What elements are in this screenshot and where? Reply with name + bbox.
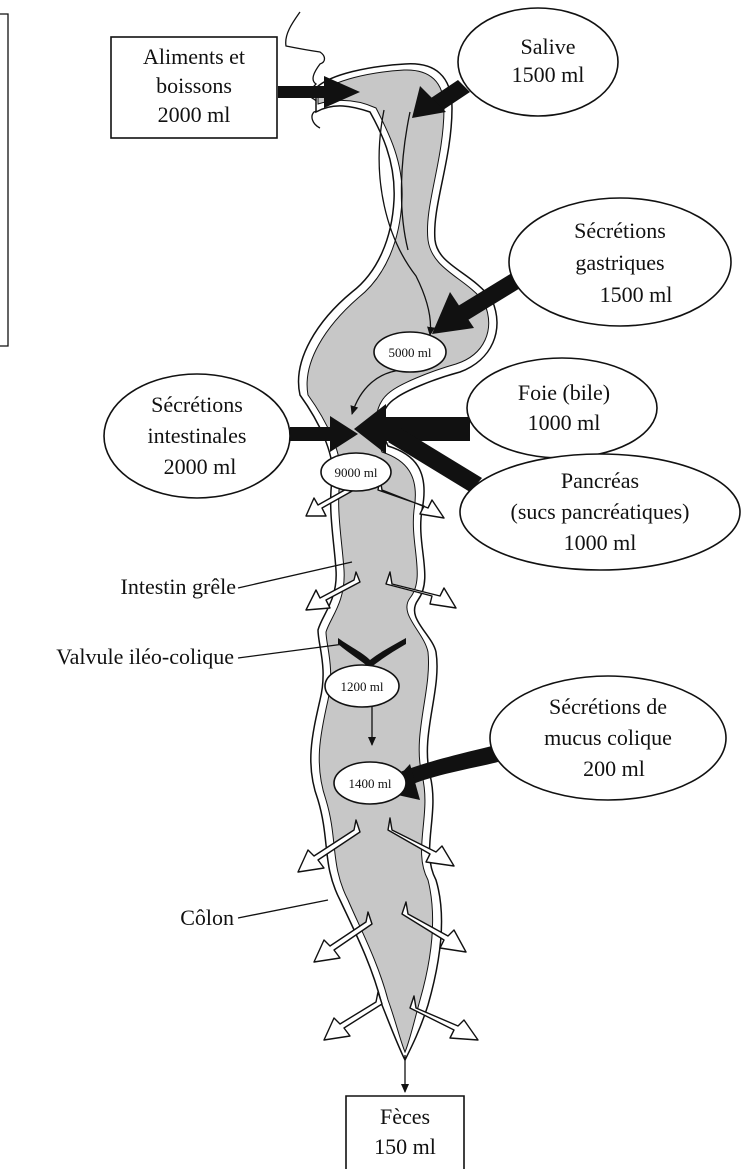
feces-line2: 150 ml [374,1134,436,1159]
ileocecal-valve-label: Valvule iléo-colique [56,644,234,669]
food-line2: boissons [156,73,232,98]
liver-line2: 1000 ml [528,410,601,435]
pancreas-ellipse: Pancréas (sucs pancréatiques) 1000 ml [460,454,740,570]
volume-node-1200: 1200 ml [325,665,399,707]
food-line3: 2000 ml [158,102,231,127]
food-input-box: Aliments et boissons 2000 ml [111,37,277,138]
intestinal-line1: Sécrétions [151,392,243,417]
feces-line1: Fèces [380,1104,430,1129]
pancreas-line3: 1000 ml [564,530,637,555]
volume-9000-label: 9000 ml [335,465,378,480]
volume-node-5000: 5000 ml [374,332,446,372]
intestinal-line2: intestinales [148,423,247,448]
gastric-line1: Sécrétions [574,218,666,243]
gastric-ellipse: Sécrétions gastriques 1500 ml [509,198,731,326]
food-line1: Aliments et [143,44,245,69]
volume-node-9000: 9000 ml [321,453,391,491]
liver-line1: Foie (bile) [518,380,610,405]
intestinal-line3: 2000 ml [164,454,237,479]
pancreas-line1: Pancréas [561,468,639,493]
colon-label: Côlon [180,905,234,930]
volume-1200-label: 1200 ml [341,679,384,694]
leader-colon [238,900,328,918]
liver-ellipse: Foie (bile) 1000 ml [467,358,657,458]
pancreas-line2: (sucs pancréatiques) [511,499,690,524]
volume-1400-label: 1400 ml [349,776,392,791]
feces-output-box: Fèces 150 ml [346,1096,464,1169]
saliva-line2: 1500 ml [512,62,585,87]
colonic-ellipse: Sécrétions de mucus colique 200 ml [490,676,726,800]
saliva-ellipse: Salive 1500 ml [458,8,618,116]
intestinal-ellipse: Sécrétions intestinales 2000 ml [104,374,290,498]
colonic-line1: Sécrétions de [549,694,667,719]
gastric-line3: 1500 ml [600,282,673,307]
gastric-line2: gastriques [575,250,664,275]
left-frame-edge [0,14,8,346]
colonic-line3: 200 ml [583,756,645,781]
colonic-line2: mucus colique [544,725,672,750]
volume-node-1400: 1400 ml [334,762,406,804]
saliva-line1: Salive [521,34,576,59]
small-intestine-label: Intestin grêle [121,574,236,599]
volume-5000-label: 5000 ml [389,345,432,360]
